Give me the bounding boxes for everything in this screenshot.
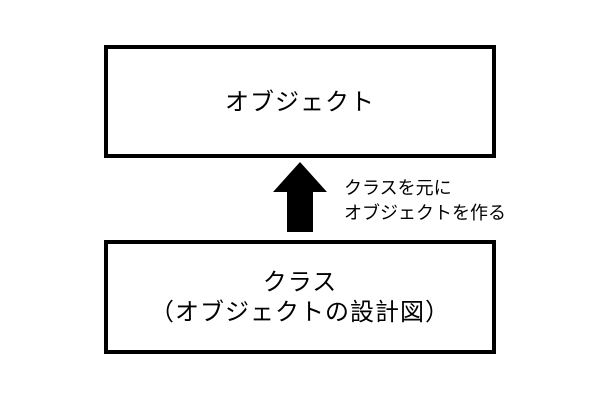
class-label: クラス (262, 268, 338, 296)
class-box: クラス （オブジェクトの設計図） (104, 240, 496, 354)
class-subtitle: （オブジェクトの設計図） (150, 298, 450, 326)
object-box: オブジェクト (104, 45, 496, 158)
object-label: オブジェクト (225, 87, 375, 116)
arrow-note-line2: オブジェクトを作る (344, 203, 506, 224)
arrow-note: クラスを元に オブジェクトを作る (344, 176, 506, 226)
arrow-note-line1: クラスを元に (344, 178, 452, 199)
up-arrow-icon (273, 162, 327, 232)
